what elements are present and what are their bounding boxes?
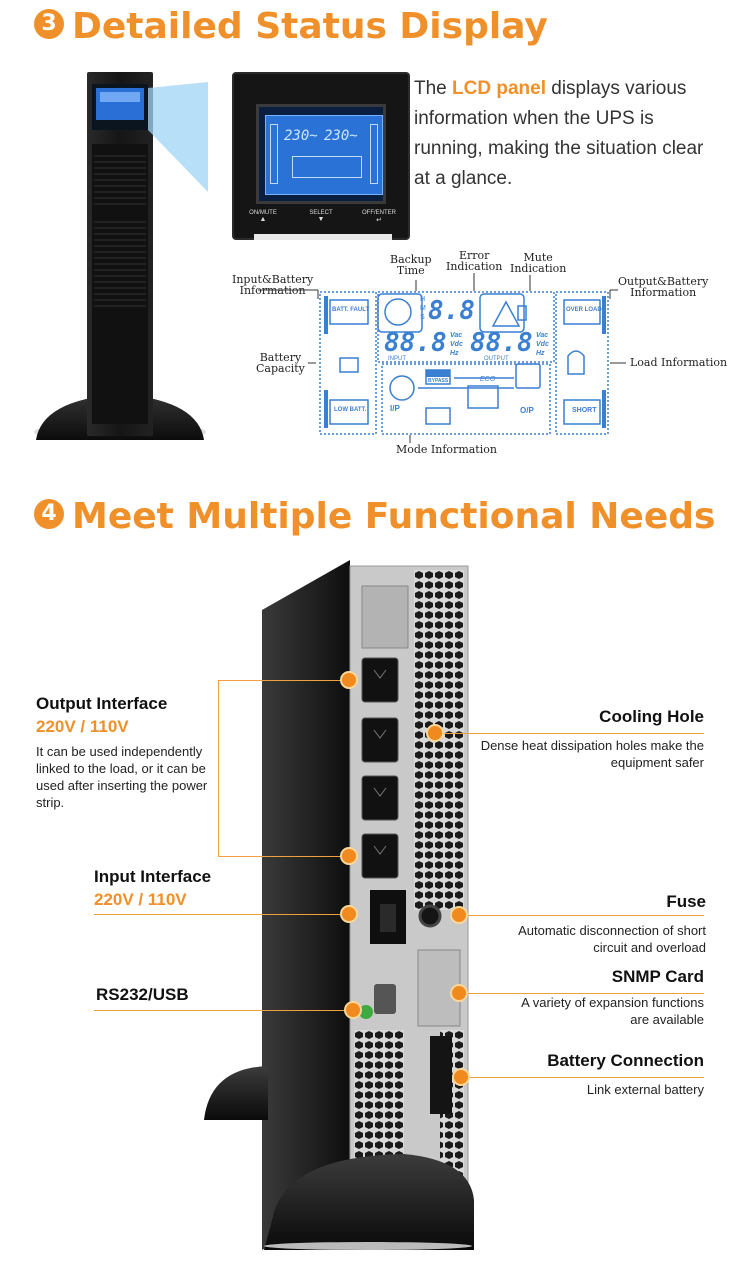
battery-dot[interactable] [452, 1068, 470, 1086]
lcd-intro-text: The LCD panel displays various informati… [414, 78, 704, 189]
snmp-card-info: SNMP Card A variety of expansion functio… [500, 967, 704, 1028]
output-interface-voltage: 220V / 110V [36, 717, 129, 736]
cooling-dot[interactable] [426, 724, 444, 742]
lcd-button-select[interactable]: SELECT ▼ [309, 210, 333, 223]
lcd-op: O/P [520, 406, 534, 415]
lcd-button-off-enter[interactable]: OFF/ENTER ↵ [362, 210, 396, 224]
lcd-eco: ECO [480, 376, 496, 383]
ups-tower-front [32, 72, 208, 442]
lcd-output-vac: Vac [536, 332, 549, 339]
lcd-input-hz: Hz [450, 350, 459, 357]
rs232-connector-line [94, 1010, 352, 1011]
ups-rear-view [204, 560, 476, 1250]
cooling-hole-info: Cooling Hole Dense heat dissipation hole… [470, 707, 704, 771]
snmp-connector-line [458, 993, 704, 994]
fuse-desc: Automatic disconnection of short circuit… [518, 923, 706, 955]
lcd-over-load: OVER LOAD [566, 307, 602, 313]
lcd-output-hz: Hz [536, 350, 545, 357]
lcd-bypass: BYPASS [428, 378, 449, 384]
label-battery-capacity: Battery Capacity [256, 351, 305, 375]
lcd-readout-right: 230~ [324, 128, 358, 144]
lcd-button-on-mute[interactable]: ON/MUTE ▲ [249, 210, 277, 223]
label-backup-time: Backup Time [390, 253, 432, 277]
input-interface-title: Input Interface [94, 867, 212, 886]
cooling-hole-desc: Dense heat dissipation holes make the eq… [480, 738, 704, 770]
output-interface-title: Output Interface [36, 694, 168, 713]
label-error-indication: Error Indication [446, 249, 503, 273]
lcd-closeup: 230~ 230~ ON/MUTE ▲ SELECT ▼ OFF/ENTER ↵ [232, 72, 410, 240]
output-interface-desc: It can be used independently linked to t… [36, 744, 208, 810]
lcd-input-digits: 88.8 [384, 328, 447, 358]
output-interface-info: Output Interface 220V / 110V It can be u… [36, 694, 222, 811]
fuse-info: Fuse Automatic disconnection of short ci… [496, 892, 706, 956]
snmp-card-title: SNMP Card [611, 967, 704, 986]
cooling-hole-title: Cooling Hole [599, 707, 704, 726]
fuse-connector-line [458, 915, 704, 916]
lcd-batt-fault: BATT. FAULT [332, 307, 370, 313]
lcd-screen: 230~ 230~ [256, 104, 386, 204]
lcd-ip: I/P [390, 404, 400, 413]
lcd-output-digits: 88.8 [470, 328, 533, 358]
label-load-information: Load Information [630, 356, 728, 369]
battery-connection-desc: Link external battery [586, 1082, 704, 1097]
lcd-time-digits: 8.8 [428, 296, 475, 326]
lcd-readout-left: 230~ [284, 128, 318, 144]
input-interface-info: Input Interface 220V / 110V [94, 867, 211, 910]
battery-connector-line [460, 1077, 704, 1078]
output-connector-line-top [218, 680, 348, 681]
cooling-connector-line [436, 733, 704, 734]
lcd-diagram: 8.8 88.8 88.8 H M S Vac Vdc Hz Vac Vdc H… [318, 290, 610, 436]
lcd-output-label: OUTPUT [484, 356, 509, 362]
label-mute-indication: Mute Indication [510, 251, 567, 275]
snmp-dot[interactable] [450, 984, 468, 1002]
battery-connection-info: Battery Connection Link external battery [480, 1051, 704, 1098]
fuse-dot[interactable] [450, 906, 468, 924]
label-mode-information: Mode Information [396, 443, 497, 456]
output-dot-bottom[interactable] [340, 847, 358, 865]
lcd-label-connectors [258, 273, 626, 443]
output-connector-line-bottom [218, 856, 348, 857]
lcd-hms-s: S [420, 314, 425, 321]
lcd-input-vac: Vac [450, 332, 463, 339]
rs232-usb-title: RS232/USB [96, 985, 189, 1004]
snmp-card-desc: A variety of expansion functions are ava… [521, 995, 704, 1027]
lcd-low-batt: LOW BATT. [334, 407, 367, 413]
output-dot-top[interactable] [340, 671, 358, 689]
lcd-short: SHORT [572, 407, 597, 414]
battery-connection-title: Battery Connection [547, 1051, 704, 1070]
lcd-output-vdc: Vdc [536, 341, 549, 348]
section-3-badge: 3 [34, 9, 64, 39]
lcd-hms-m: M [420, 305, 426, 312]
fuse-title: Fuse [666, 892, 706, 911]
input-connector-line [94, 914, 348, 915]
lcd-input-label: INPUT [388, 356, 406, 362]
label-output-battery-info: Output&Battery Information [618, 275, 709, 299]
rs232-dot[interactable] [344, 1001, 362, 1019]
lcd-hms-h: H [420, 296, 426, 303]
output-connector-line-vertical [218, 680, 219, 856]
input-dot[interactable] [340, 905, 358, 923]
input-interface-voltage: 220V / 110V [94, 890, 187, 909]
section-4-badge: 4 [34, 499, 64, 529]
lcd-input-vdc: Vdc [450, 341, 463, 348]
